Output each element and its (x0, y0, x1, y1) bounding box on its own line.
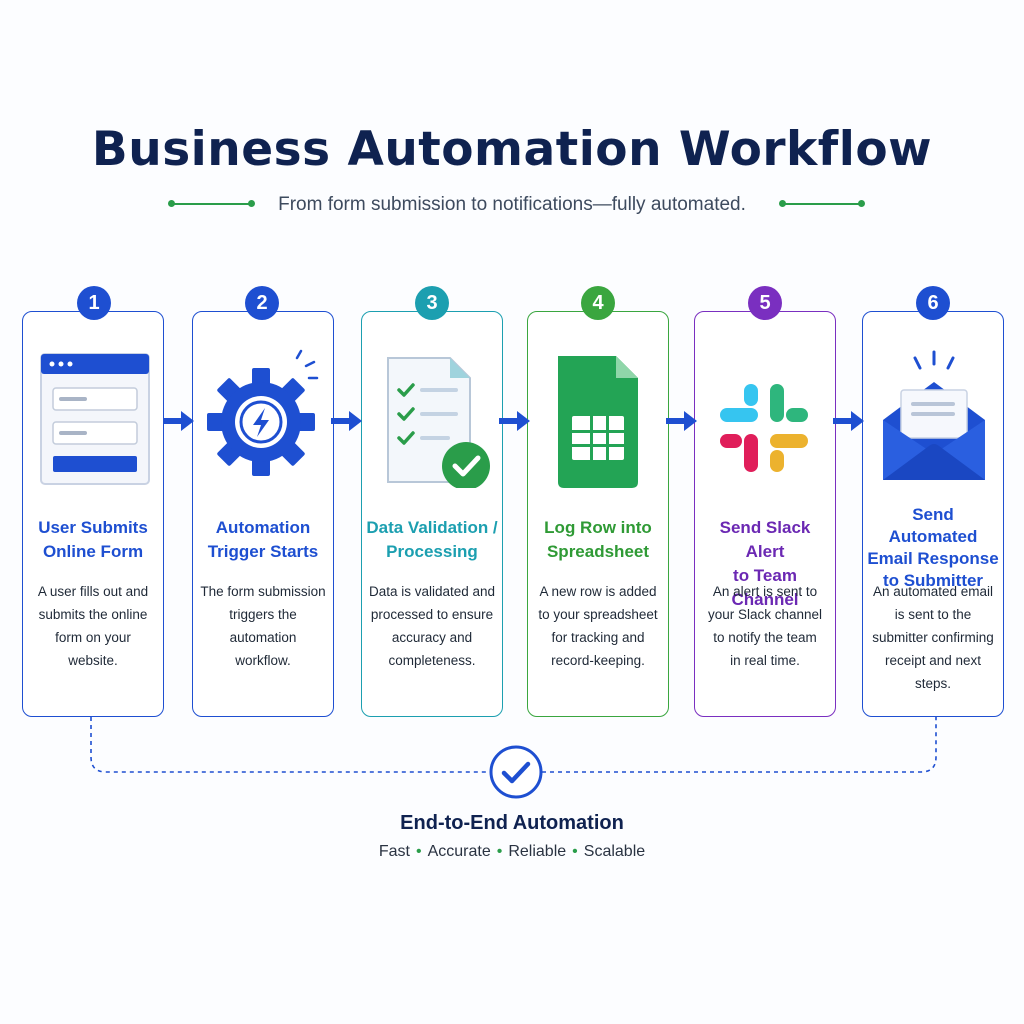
footer-title: End-to-End Automation (400, 812, 624, 834)
tag-reliable: Reliable (508, 843, 567, 860)
footer-tags: Fast • Accurate • Reliable • Scalable (0, 843, 1024, 861)
subtitle-left-end-dot (248, 200, 255, 207)
envelope-icon (883, 350, 985, 480)
subtitle-right-line (782, 203, 862, 205)
step-number-badge-5: 5 (748, 286, 782, 320)
subtitle-left-line (172, 203, 252, 205)
step-card-3: Data Validation /Processing Data is vali… (361, 311, 503, 717)
step-number-badge-4: 4 (581, 286, 615, 320)
tag-accurate: Accurate (427, 843, 491, 860)
browser-form-icon (40, 353, 150, 485)
page-subtitle: From form submission to notifications—fu… (278, 194, 746, 215)
tag-separator: • (572, 843, 578, 860)
tag-fast: Fast (378, 843, 410, 860)
page-title: Business Automation Workflow (91, 122, 933, 177)
checklist-document-icon (387, 357, 490, 488)
arrow-right-icon (163, 411, 194, 431)
arrow-right-icon (499, 411, 530, 431)
tag-scalable: Scalable (583, 843, 646, 860)
arrow-right-icon (833, 411, 864, 431)
arrow-right-icon (331, 411, 362, 431)
tag-separator: • (415, 843, 422, 860)
check-circle-icon (489, 745, 543, 799)
step-number-badge-3: 3 (415, 286, 449, 320)
spreadsheet-icon (558, 356, 638, 488)
step-title: Data Validation /Processing (366, 518, 498, 561)
tag-separator: • (496, 843, 503, 860)
step-number-badge-6: 6 (916, 286, 950, 320)
slack-icon (720, 384, 808, 472)
arrow-right-icon (666, 411, 697, 431)
step-number-badge-2: 2 (245, 286, 279, 320)
gear-lightning-icon (207, 349, 319, 476)
subtitle-right-end-dot (858, 200, 865, 207)
subtitle-row: From form submission to notifications—fu… (0, 190, 1024, 220)
step-number-badge-1: 1 (77, 286, 111, 320)
subtitle-left-dot (168, 200, 175, 207)
